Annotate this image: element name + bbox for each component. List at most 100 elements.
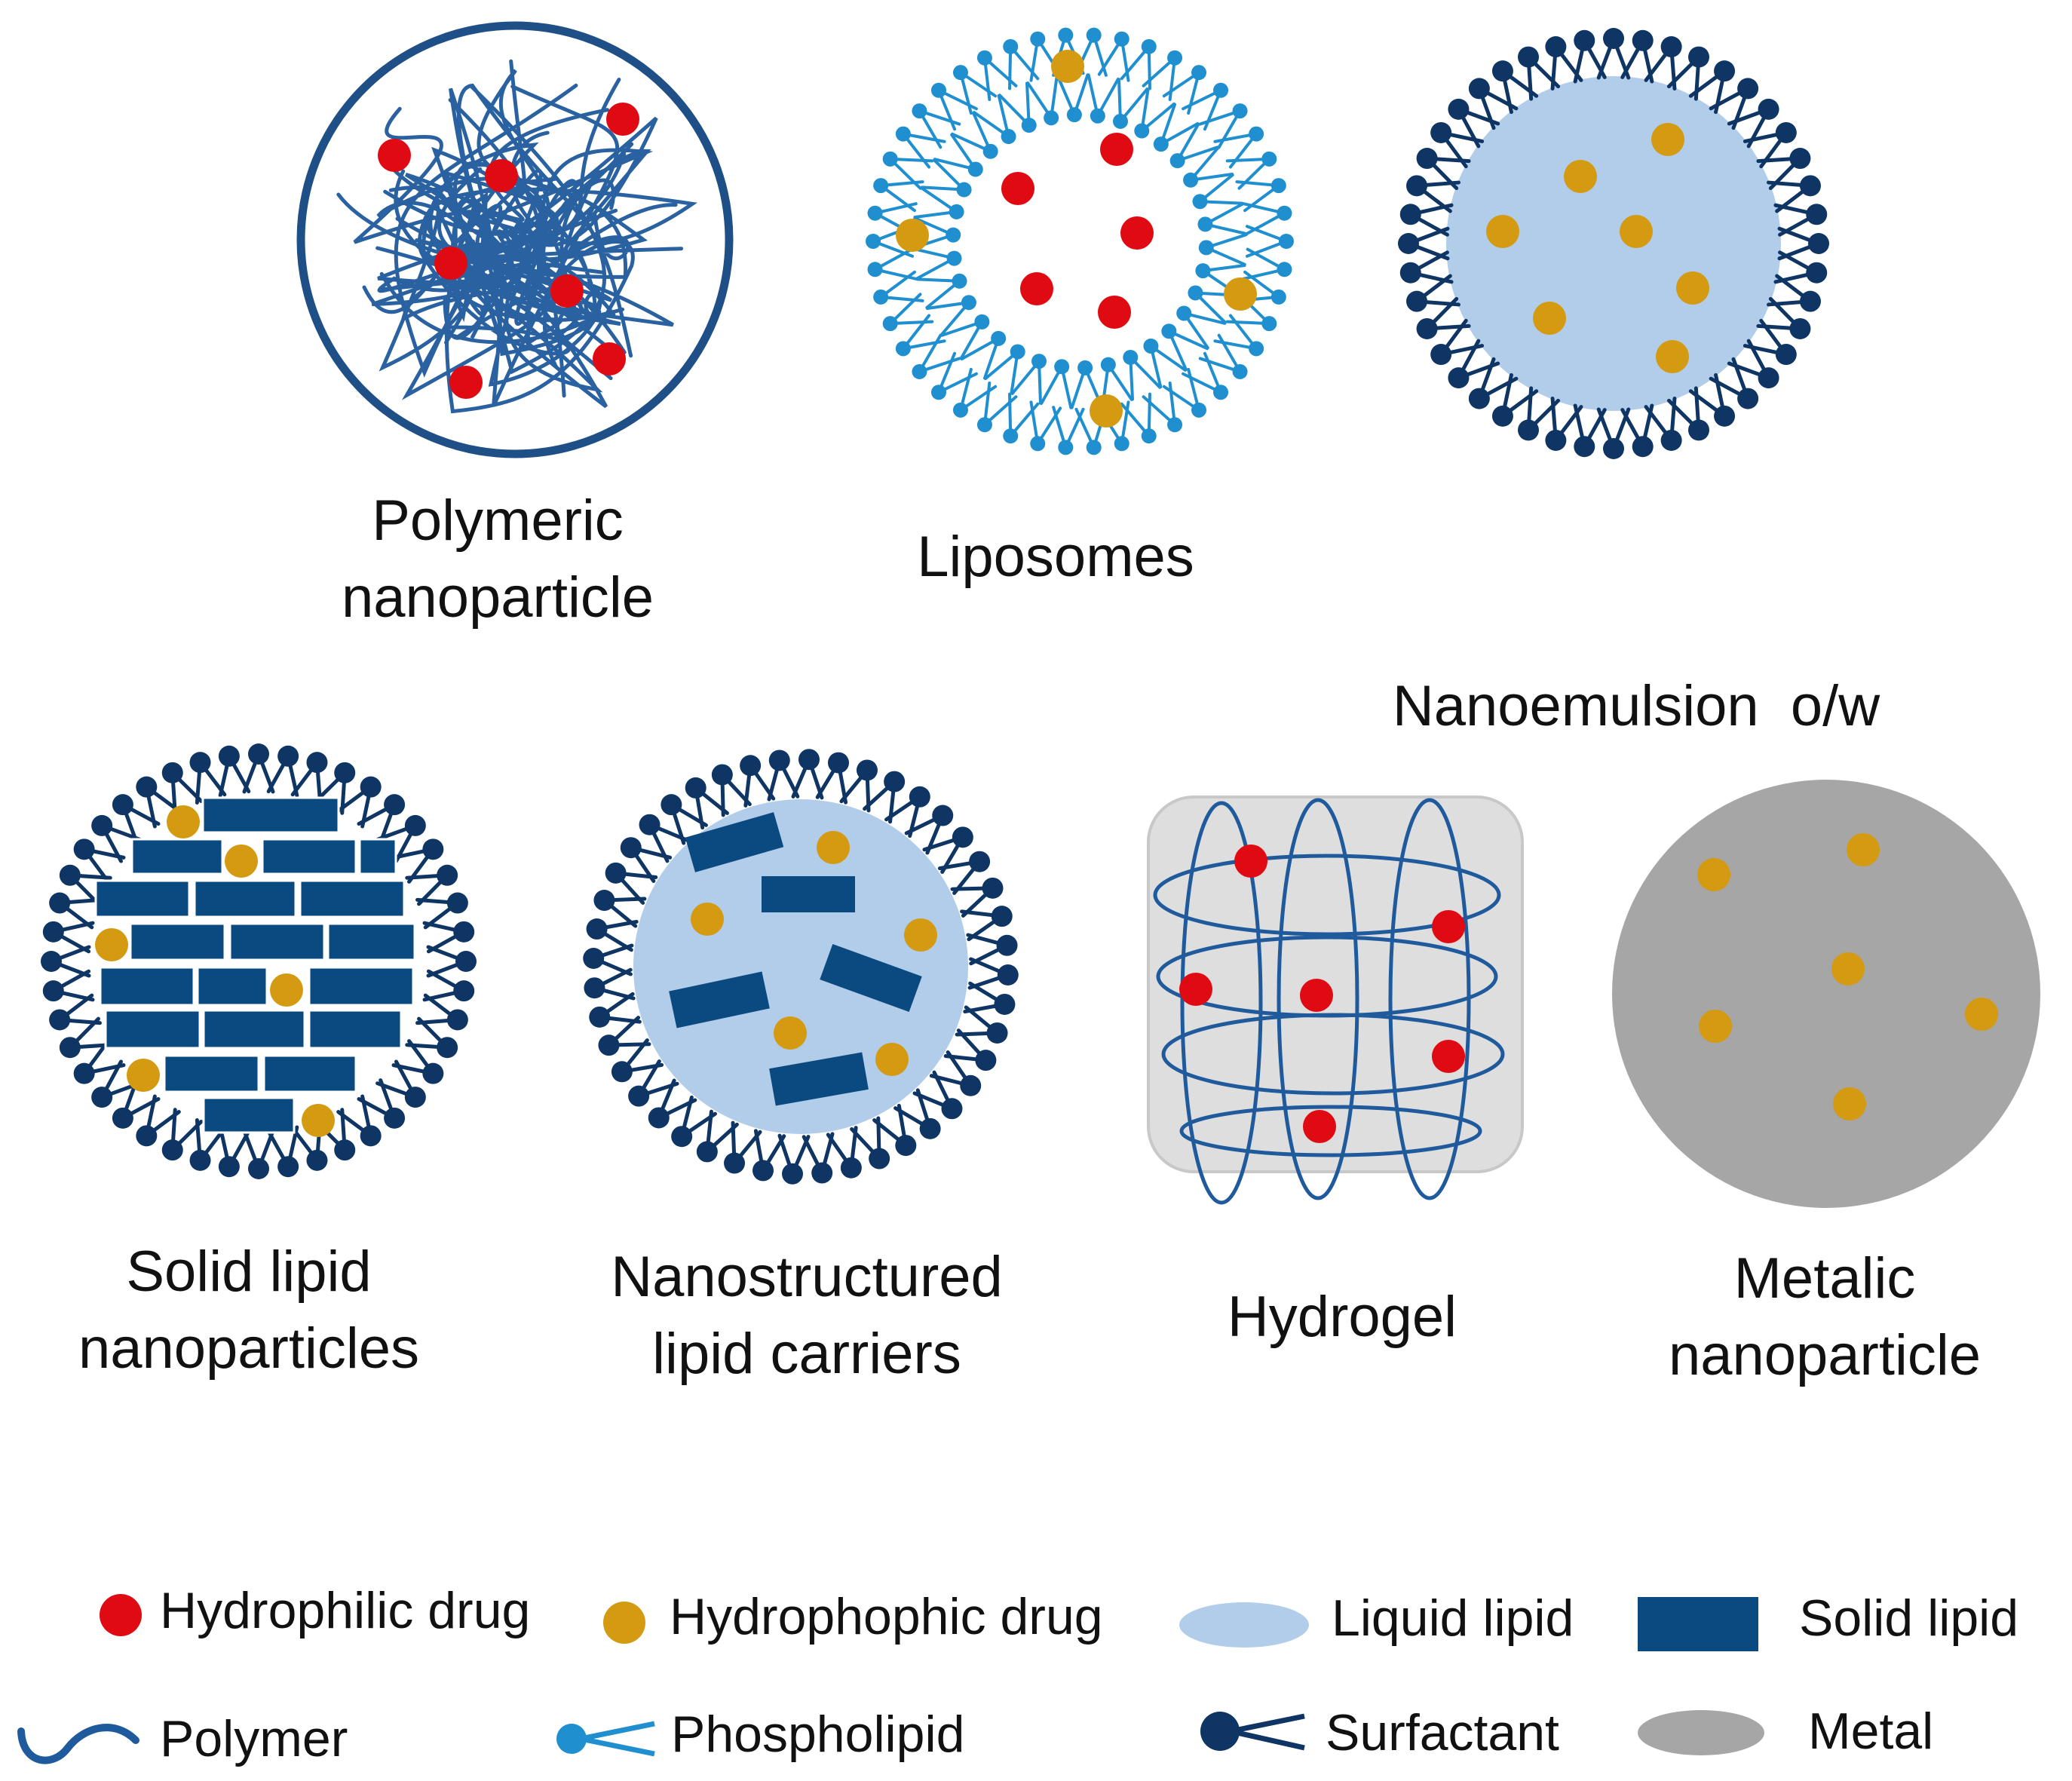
surfactant-molecule [41,945,91,978]
hydrophobic-drug-dot [1651,123,1684,156]
hydrophobic-drug-dot [1564,160,1597,193]
hydrophobic-drug-dot [817,831,850,864]
solid-lipid-block [326,922,416,961]
phospholipid-inner [912,247,962,280]
surfactant-molecule [242,1129,275,1179]
surfactant-molecule [242,743,275,794]
surfactant-molecule [91,814,142,863]
phospholipid-inner [1040,359,1073,409]
hydrophilic-drug-dot [434,247,467,280]
surfactant-molecule [1773,203,1828,237]
surfactant-molecule [791,749,824,800]
surfactant-molecule [426,945,477,978]
label-liposomes: Liposomes [917,525,1194,589]
phospholipid-inner [1026,75,1059,126]
solid-lipid-block [196,966,268,1007]
surfactant-molecule [1596,407,1631,459]
surfactant-molecule [777,1133,811,1185]
nanoemulsion-graphic [1398,28,1829,459]
legend-icons [17,1594,1764,1764]
phospholipid-inner [983,344,1025,395]
surfactant-molecule [872,1103,917,1157]
surfactant-molecule [42,969,95,1002]
hydrophobic-drug-dot [270,973,303,1007]
oil-droplet [1446,76,1781,411]
phospholipid-outer [1198,103,1248,149]
solid-lipid-block [308,1009,403,1050]
hydrophobic-drug-dot [904,918,937,952]
red-dot-icon [100,1594,142,1636]
hydrophilic-drug-dot [1020,272,1053,305]
hydrophobic-drug-dot [1486,215,1519,248]
hydrophilic-drug-dot [485,159,518,192]
phospholipid-outer [1235,178,1286,213]
surfactant-molecule [752,1129,786,1182]
phospholipid-inner [1087,73,1120,124]
hydrophobic-drug-dot [1699,1010,1732,1043]
solid-lipid-block [685,812,784,872]
polymer-particle-outline [296,21,734,458]
solid-lipid-block [201,796,340,834]
polymer-coil-turn [1179,1105,1482,1157]
phospholipid-outer [873,270,924,305]
hydrophilic-drug-dot [606,103,639,136]
legend-label-surfactant: Surfactant [1326,1704,1559,1761]
solid-lipid-block [228,922,326,961]
solid-lipid-block [163,1054,260,1093]
hydrophobic-drug-dot [127,1059,160,1092]
surfactant-molecule [266,1125,299,1178]
phospholipid-inner [1198,233,1248,266]
solid-lipid-block [769,1052,869,1106]
phospholipid-inner [1112,78,1149,129]
hydrophilic-drug-dot [1001,172,1034,205]
surfactant-molecule [1416,148,1471,191]
surfactant-molecule [966,933,1018,966]
polymer-coil-loop [1277,798,1359,1200]
surfactant-molecule [696,1109,739,1163]
surfactant-molecule [1773,250,1828,284]
solid-lipid-block [99,966,195,1007]
hydrophilic-drug-dot [1432,910,1465,943]
hydrophobic-drug-dot [167,805,200,838]
surfactant-icon [1200,1712,1305,1751]
surfactant-molecule [950,877,1004,918]
polymer-chain-tangle [336,59,697,414]
hydrophobic-drug-dot [1697,858,1730,891]
hydrophilic-drug-dot [1100,133,1133,166]
solid-lipid-block [94,879,191,918]
hydrophobic-drug-dot [1090,394,1123,428]
gold-dot-icon [603,1602,645,1644]
phospholipid-outer [1242,202,1292,235]
surfactant-molecule [375,814,426,863]
legend-label-solid-lipid: Solid lipid [1799,1589,2019,1647]
surfactant-molecule [49,993,102,1031]
hydrophobic-drug-dot [302,1104,335,1137]
surfactant-molecule [639,814,689,863]
surfactant-molecule [357,794,406,845]
phospholipid-inner [1153,103,1200,152]
hydrophobic-drug-dot [95,928,128,961]
phospholipid-inner [921,158,972,198]
metalic-nanoparticle-graphic [1612,780,2040,1208]
hydrophilic-drug-dot [449,366,483,399]
surfactant-molecule [1430,121,1485,169]
phospholipid-inner [998,81,1037,133]
surfactant-molecule [422,921,475,954]
surfactant-molecule [1448,339,1500,389]
wavy-line-icon [17,1724,139,1764]
hydrophobic-drug-dot [896,219,929,252]
phospholipid-inner [960,330,1007,380]
polymer-coil-turn [1153,854,1501,936]
phospholipid-inner [1123,349,1162,401]
phospholipid-inner [951,111,998,159]
hydrophilic-drug-dot [1234,845,1267,878]
surfactant-molecule [336,776,382,829]
hydrogel-graphic [1147,795,1524,1205]
solid-lipid-block [104,1009,201,1050]
phospholipid-inner [1192,173,1244,210]
metal-core [1612,780,2040,1208]
hydrophobic-drug-dot [225,845,258,878]
